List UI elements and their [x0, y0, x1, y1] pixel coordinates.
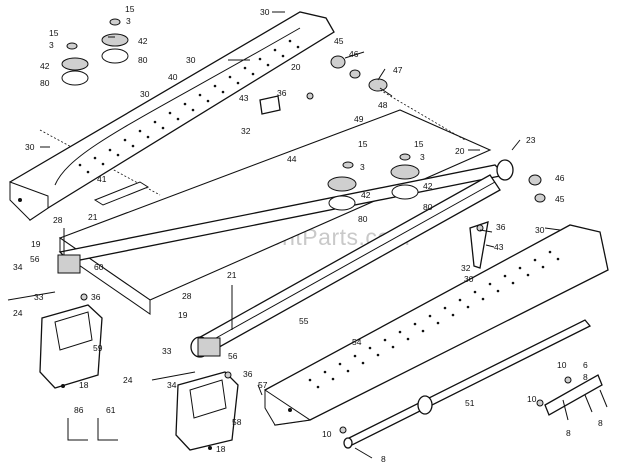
- callout: 32: [461, 263, 471, 273]
- callout: 36: [91, 292, 101, 302]
- leader-lines: [40, 11, 561, 396]
- callout: 61: [106, 405, 116, 415]
- callout: 30: [25, 142, 35, 152]
- callout: 19: [178, 310, 188, 320]
- left-end-cap: [39, 304, 103, 389]
- callout: 3: [360, 162, 365, 172]
- callout: 47: [393, 65, 403, 75]
- callout: 58: [232, 417, 242, 427]
- callout: 30: [140, 89, 150, 99]
- rail-dots-right: [308, 250, 560, 389]
- crossbar: [343, 319, 592, 449]
- callout: 60: [94, 262, 104, 272]
- callout: 3: [126, 16, 131, 26]
- callout: 80: [40, 78, 50, 88]
- callout: 8: [381, 454, 386, 464]
- callout: 42: [423, 181, 433, 191]
- callout: 15: [414, 139, 424, 149]
- callout: 8: [598, 418, 603, 428]
- hardware: [7, 55, 608, 459]
- pulley-assembly-top-right: [101, 18, 129, 64]
- callout: 33: [34, 292, 44, 302]
- callout: 86: [74, 405, 84, 415]
- left-pivot-bracket: [57, 254, 81, 274]
- callout: 30: [535, 225, 545, 235]
- callout: 34: [13, 262, 23, 272]
- callout: 44: [287, 154, 297, 164]
- callout: 3: [49, 40, 54, 50]
- callout: 80: [358, 214, 368, 224]
- pulley-assembly-top-left: [61, 42, 89, 86]
- callout: 54: [352, 337, 362, 347]
- callout: 19: [31, 239, 41, 249]
- callout: 36: [243, 369, 253, 379]
- callout: 21: [227, 270, 237, 280]
- right-end-cap: [175, 371, 239, 451]
- callout: 10: [322, 429, 332, 439]
- callout: 10: [527, 394, 537, 404]
- callout: 51: [465, 398, 475, 408]
- callout: 40: [168, 72, 178, 82]
- callout: 28: [53, 215, 63, 225]
- callout: 42: [138, 36, 148, 46]
- callout: 32: [241, 126, 251, 136]
- callout: 15: [49, 28, 59, 38]
- callout: 43: [494, 242, 504, 252]
- callout: 48: [378, 100, 388, 110]
- callout: 36: [277, 88, 287, 98]
- callout: 10: [557, 360, 567, 370]
- callout: 6: [583, 360, 588, 370]
- callout: 24: [13, 308, 23, 318]
- callout: 41: [97, 174, 107, 184]
- callout: 36: [496, 222, 506, 232]
- callout: 80: [138, 55, 148, 65]
- label-plate: [93, 181, 150, 206]
- callout: 80: [423, 202, 433, 212]
- callout: 43: [239, 93, 249, 103]
- callout: 45: [334, 36, 344, 46]
- callout: 57: [258, 380, 268, 390]
- mount-bracket: [544, 374, 603, 416]
- callout: 15: [125, 4, 135, 14]
- callout: 30: [260, 7, 270, 17]
- callout: 42: [40, 61, 50, 71]
- callout: 34: [167, 380, 177, 390]
- callout: 8: [566, 428, 571, 438]
- callout: 3: [420, 152, 425, 162]
- callout: 28: [182, 291, 192, 301]
- callout: 23: [526, 135, 536, 145]
- callout: 46: [349, 49, 359, 59]
- rail-dots-left: [78, 39, 300, 174]
- callout: 30: [186, 55, 196, 65]
- callout: 15: [358, 139, 368, 149]
- callout: 20: [291, 62, 301, 72]
- right-side-rail: [264, 224, 609, 426]
- callout: 20: [455, 146, 465, 156]
- callout: 56: [228, 351, 238, 361]
- callout: 56: [30, 254, 40, 264]
- callout: 55: [299, 316, 309, 326]
- callout: 24: [123, 375, 133, 385]
- callout: 46: [555, 173, 565, 183]
- callout: 33: [162, 346, 172, 356]
- callout: 59: [93, 343, 103, 353]
- callout: 8: [583, 372, 588, 382]
- callout: 30: [464, 274, 474, 284]
- callout: 21: [88, 212, 98, 222]
- callout: 49: [354, 114, 364, 124]
- callout: 45: [555, 194, 565, 204]
- callout: 18: [79, 380, 89, 390]
- right-pivot-bracket: [197, 337, 221, 357]
- pulley-assembly-mid-right: [390, 153, 420, 200]
- callout: 18: [216, 444, 226, 454]
- callout: 42: [361, 190, 371, 200]
- callout-labels: 30 15 3 15 3 42 42 80 80 40 30 30 45 46 …: [13, 4, 603, 464]
- left-side-rail: [9, 11, 335, 221]
- pulley-assembly-mid-left: [327, 161, 357, 211]
